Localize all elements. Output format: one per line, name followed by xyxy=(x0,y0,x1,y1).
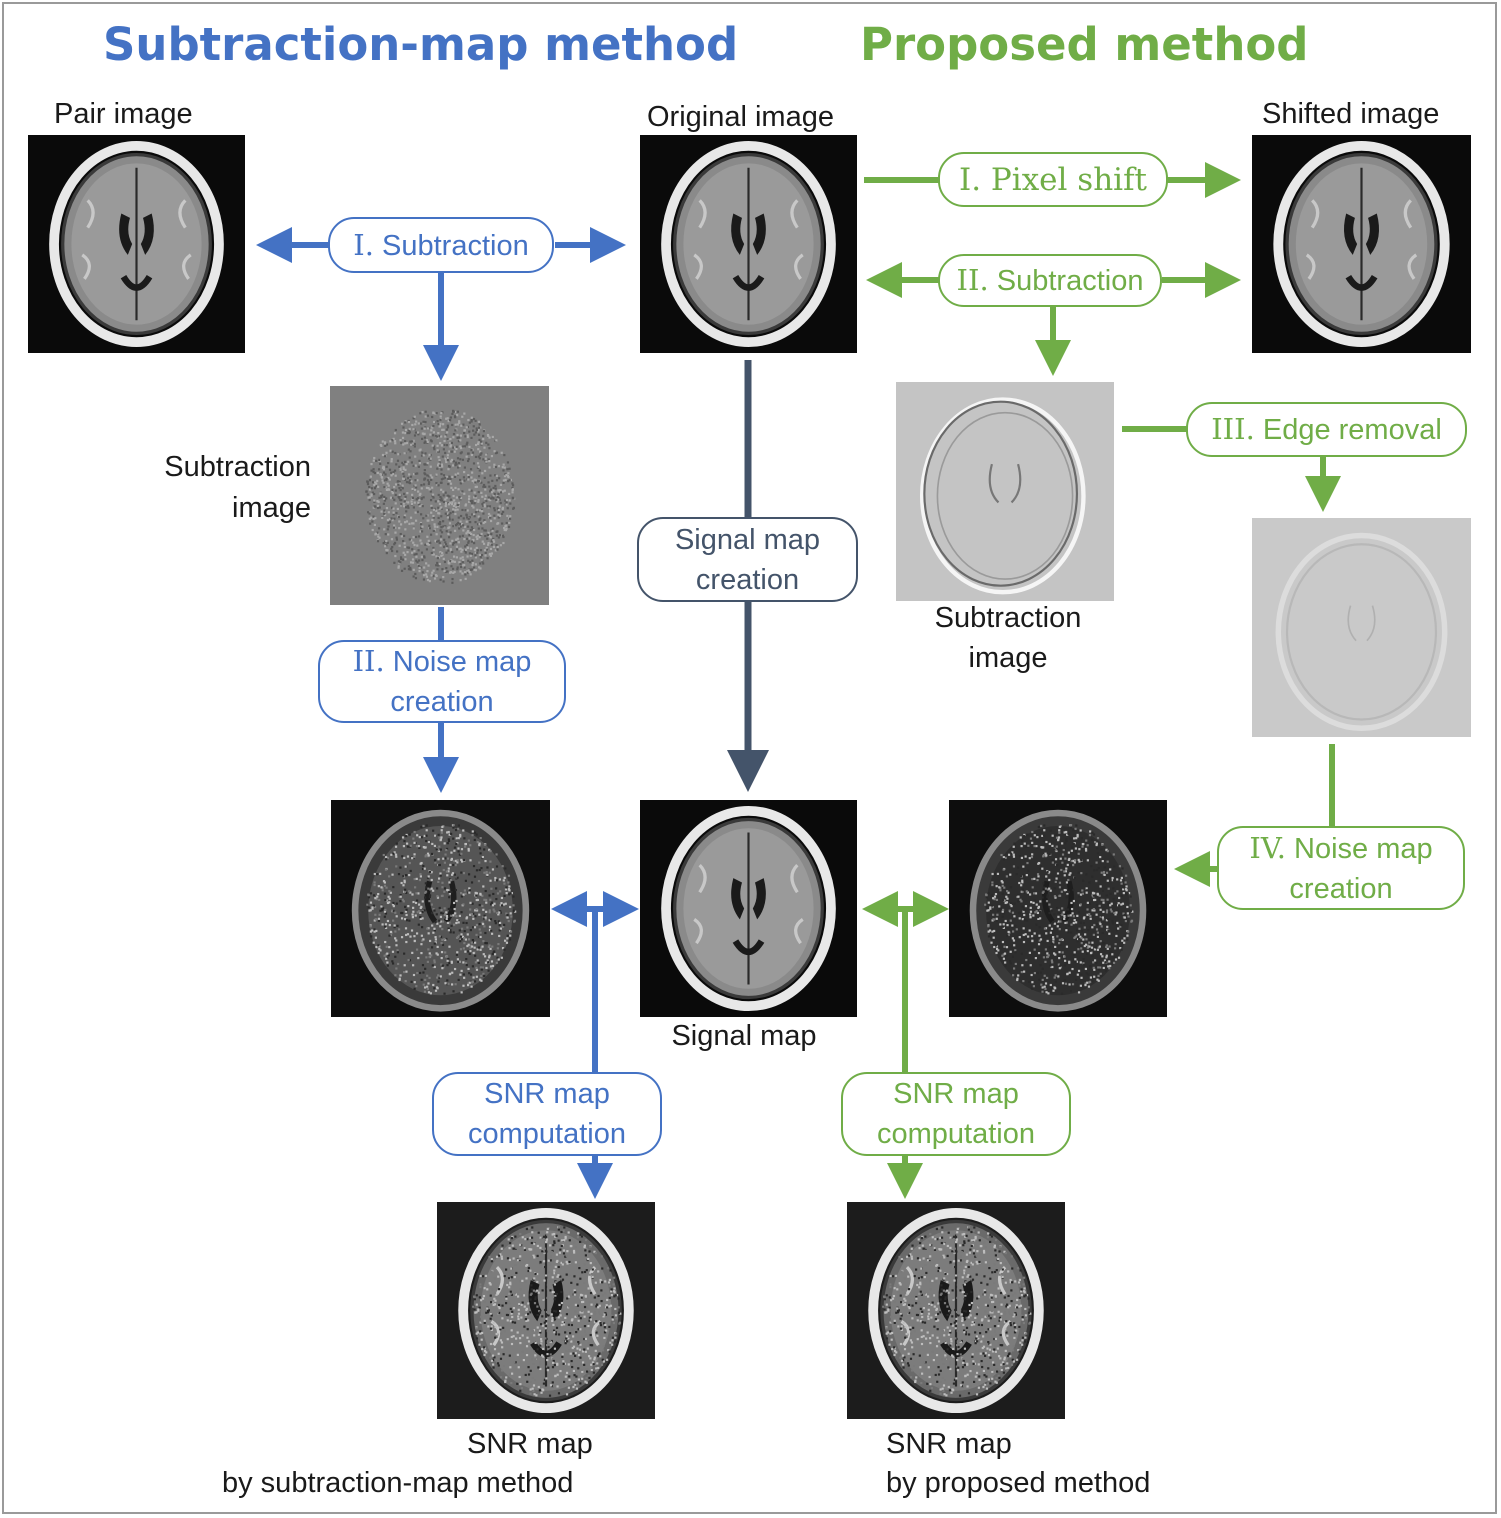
signal-map-image xyxy=(640,800,857,1017)
label-subtraction-image-right-2: image xyxy=(968,642,1048,674)
label-subtraction-image-left-2: image xyxy=(232,492,311,524)
pair-image xyxy=(28,135,245,353)
label-signal-map: Signal map xyxy=(671,1020,817,1052)
step-green-noise-line2: creation xyxy=(1289,872,1393,905)
step-green-subtraction-text: Subtraction xyxy=(996,265,1144,297)
subtraction-image-right xyxy=(896,382,1114,601)
step-blue-noise-line2: creation xyxy=(390,686,494,718)
snr-map-left xyxy=(437,1202,655,1419)
edge-removed-image xyxy=(1252,518,1471,737)
subtraction-image-left xyxy=(330,386,549,605)
label-original-image: Original image xyxy=(647,101,834,133)
step-green-noise-line1: Noise map xyxy=(1294,832,1433,865)
step-green-edge-numeral: III. xyxy=(1211,412,1255,446)
step-green-pixel-shift: I. Pixel shift xyxy=(938,152,1168,207)
snr-map-right xyxy=(847,1202,1065,1419)
step-green-snr-computation: SNR map computation xyxy=(841,1072,1071,1156)
label-snr-map-left-1: SNR map xyxy=(467,1428,593,1460)
label-subtraction-image-left-1: Subtraction xyxy=(164,451,311,483)
step-signal-map-creation: Signal map creation xyxy=(637,517,858,602)
step-green-noise-numeral: IV. xyxy=(1249,830,1286,865)
label-subtraction-image-right-1: Subtraction xyxy=(934,602,1082,634)
original-image xyxy=(640,135,857,353)
label-snr-map-right-2: by proposed method xyxy=(886,1467,1151,1499)
label-shifted-image: Shifted image xyxy=(1262,98,1440,130)
heading-subtraction-map-method: Subtraction-map method xyxy=(103,18,739,71)
step-blue-noise-numeral: II. xyxy=(352,644,385,678)
step-green-snr-line1: SNR map xyxy=(893,1078,1019,1110)
step-blue-subtraction-text: Subtraction xyxy=(382,229,529,262)
step-blue-subtraction: I. Subtraction xyxy=(328,217,554,273)
noise-map-left xyxy=(331,800,550,1017)
noise-map-right xyxy=(949,800,1167,1017)
shifted-image xyxy=(1252,135,1471,353)
label-snr-map-right-1: SNR map xyxy=(886,1428,1012,1460)
label-snr-map-left-2: by subtraction-map method xyxy=(222,1467,574,1499)
step-green-noise-map-creation: IV. Noise map creation xyxy=(1217,826,1465,910)
step-blue-subtraction-numeral: I. xyxy=(353,227,374,262)
step-green-subtraction-numeral: II. xyxy=(956,263,989,297)
step-green-edge-removal: III. Edge removal xyxy=(1186,402,1467,457)
step-green-subtraction: II. Subtraction xyxy=(938,254,1162,307)
label-pair-image: Pair image xyxy=(54,98,193,130)
step-signal-line1: Signal map xyxy=(674,523,821,556)
step-signal-line2: creation xyxy=(695,563,800,596)
step-blue-noise-map-creation: II. Noise map creation xyxy=(318,640,566,723)
step-green-snr-line2: computation xyxy=(877,1118,1035,1150)
step-blue-noise-line1: Noise map xyxy=(392,646,532,678)
step-green-edge-text: Edge removal xyxy=(1262,414,1442,446)
step-blue-snr-line2: computation xyxy=(468,1118,626,1150)
step-blue-snr-computation: SNR map computation xyxy=(432,1072,662,1156)
step-blue-snr-line1: SNR map xyxy=(484,1078,610,1110)
heading-proposed-method: Proposed method xyxy=(860,18,1309,71)
